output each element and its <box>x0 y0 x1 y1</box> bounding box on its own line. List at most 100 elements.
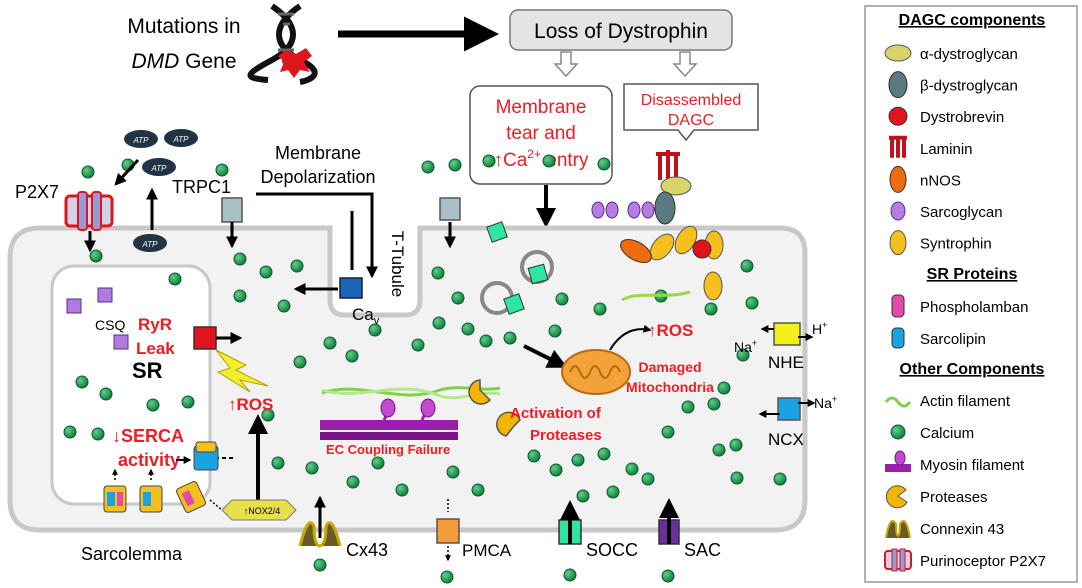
calcium-ion <box>305 461 319 475</box>
calcium-ion <box>606 485 620 499</box>
membrane-vesicles <box>480 221 554 315</box>
calcium-ion <box>146 398 160 412</box>
disassembled-l1: Disassembled <box>641 92 741 109</box>
calcium-ion <box>368 323 382 337</box>
calcium-ion <box>661 425 675 439</box>
calcium-ion <box>527 449 541 463</box>
calcium-ion <box>503 331 517 345</box>
dystrobrevin-icon <box>888 106 908 126</box>
serca-flux-3 <box>209 499 223 511</box>
calcium-ion <box>729 438 743 452</box>
cav-label: Cav <box>352 305 380 327</box>
calcium-ion <box>773 472 787 486</box>
p2x7-subunit-icon <box>899 548 906 572</box>
phospholamban-icon <box>891 294 905 318</box>
calcium-ion <box>563 568 577 582</box>
mutations-label: Mutations in <box>127 15 240 38</box>
nox-enzyme <box>221 499 297 521</box>
calcium-ion <box>233 289 247 303</box>
membrane-depol-l1: Membrane <box>275 143 361 163</box>
dna-icon <box>247 3 318 85</box>
calcium-icon <box>890 424 906 440</box>
calcium-ion <box>440 570 454 584</box>
dagc-complex <box>591 150 724 301</box>
protease-icon <box>885 485 908 509</box>
calcium-ion <box>740 259 754 273</box>
calcium-ion <box>681 400 695 414</box>
legend-label: Myosin filament <box>920 457 1025 474</box>
legend-label: Proteases <box>920 489 988 506</box>
atp-molecules: ATP ATP ATP ATP <box>124 129 198 252</box>
nhe-label: NHE <box>768 353 804 372</box>
p2x7-label: P2X7 <box>15 182 59 202</box>
calcium-ion <box>597 447 611 461</box>
cav-channel <box>339 277 363 299</box>
calcium-ion <box>411 338 425 352</box>
svg-text:ATP: ATP <box>173 135 190 144</box>
dmd-gene-label: DMD Gene <box>131 50 236 73</box>
ec-coupling-label: EC Coupling Failure <box>326 442 450 457</box>
calcium-ion <box>661 569 675 583</box>
calcium-ion <box>461 322 475 336</box>
calcium-ion <box>75 375 89 389</box>
calcium-ions <box>63 154 787 584</box>
calcium-ion <box>446 465 460 479</box>
svg-text:ATP: ATP <box>151 164 168 173</box>
calcium-ion <box>215 163 229 177</box>
legend-other-title: Other Components <box>900 361 1045 378</box>
nhe-exchanger <box>773 322 801 346</box>
cx43-label: Cx43 <box>346 540 388 560</box>
calcium-ion <box>479 334 493 348</box>
calcium-ion <box>421 160 435 174</box>
connexin43-icon <box>885 520 911 539</box>
nhe-h-label: H+ <box>812 320 827 337</box>
sarcoplasmic-reticulum <box>50 264 212 506</box>
legend-label: Actin filament <box>920 393 1011 410</box>
svg-text:ATP: ATP <box>133 136 150 145</box>
myosin-filament-icon <box>885 464 911 472</box>
csq-proteins <box>66 287 129 350</box>
calcium-ion <box>451 291 465 305</box>
svg-text:ATP: ATP <box>142 240 159 249</box>
membrane-tear-l3: ↑Ca2+ entry <box>493 147 589 171</box>
calcium-ion <box>290 259 304 273</box>
damaged-l2: Mitochondria <box>626 379 714 395</box>
legend-label: Sarcoglycan <box>920 204 1003 221</box>
csq-label: CSQ <box>95 317 125 333</box>
activation-l1: Activation of <box>510 405 602 422</box>
calcium-ion <box>323 336 337 350</box>
calcium-ion <box>345 349 359 363</box>
sr-label: SR <box>132 358 163 383</box>
calcium-ion <box>168 272 182 286</box>
calcium-ion <box>259 265 273 279</box>
down-arrow-right <box>672 51 698 78</box>
trpc1-channel <box>221 197 243 223</box>
ros-mito-label: ↑ROS <box>648 321 693 340</box>
calcium-ion <box>471 483 485 497</box>
pmca-label: PMCA <box>462 541 512 560</box>
calcium-ion <box>448 158 462 172</box>
disassembled-l2: DAGC <box>668 112 714 129</box>
calcium-ion <box>717 381 731 395</box>
legend-dagc-title: DAGC components <box>899 12 1046 29</box>
calcium-ion <box>707 397 721 411</box>
legend-label: α-dystroglycan <box>920 46 1018 63</box>
to-mitochondria-arrow <box>523 344 568 368</box>
sac-label: SAC <box>684 540 721 560</box>
serca-pump-icon <box>193 441 219 471</box>
calcium-ion <box>549 463 563 477</box>
legend-label: Phospholamban <box>920 299 1028 316</box>
actin-filament-free <box>621 290 691 302</box>
t-tubule-label: T-Tubule <box>388 231 407 297</box>
ncx-label: NCX <box>768 430 804 449</box>
trpc1-label: TRPC1 <box>172 177 231 197</box>
ryr-label-l1: RyR <box>138 315 172 334</box>
calcium-ion <box>346 475 360 489</box>
ncx-na-label: Na+ <box>814 394 837 411</box>
legend-label: β-dystroglycan <box>920 78 1018 95</box>
calcium-ion <box>712 443 726 457</box>
serca-label-l2: activity <box>118 450 180 470</box>
atp-to-p2x7-arrow <box>114 158 140 186</box>
calcium-ion <box>625 462 639 476</box>
